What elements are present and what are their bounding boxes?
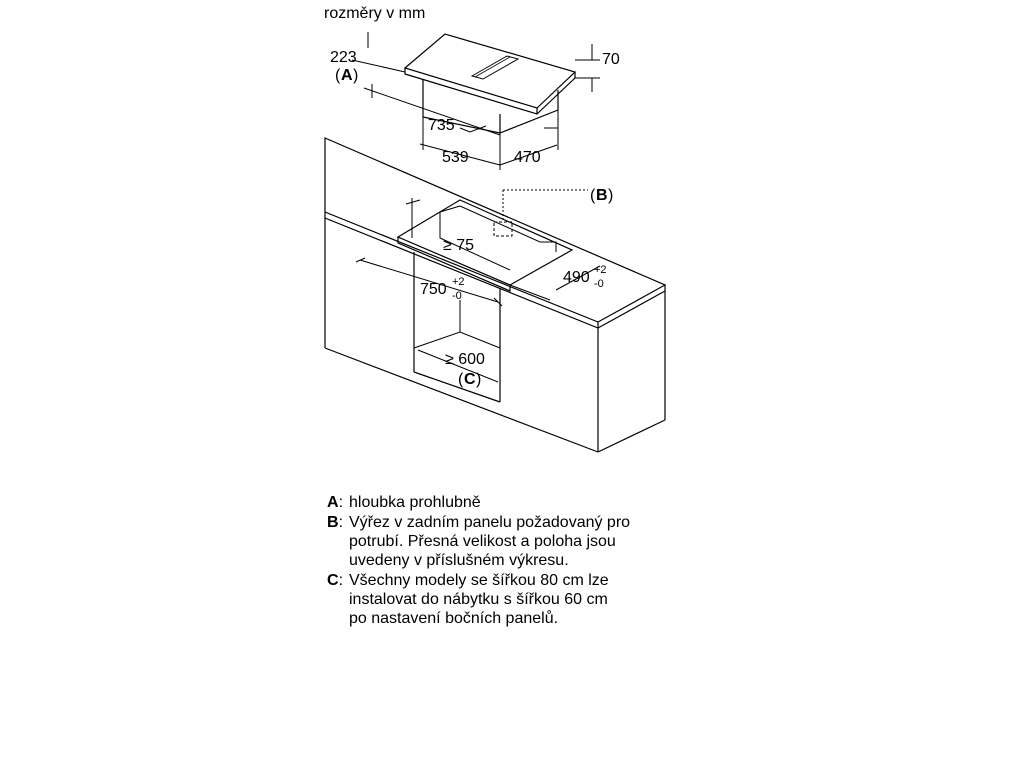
hob-height-label: 70 <box>602 51 620 68</box>
cabinet-ref: C <box>464 371 476 388</box>
legend-key-letter: B <box>327 514 339 531</box>
cutout-depth-tol-minus: -0 <box>594 278 604 290</box>
legend-line: instalovat do nábytku s šířkou 60 cm <box>349 591 608 608</box>
legend-item: B: Výřez v zadním panelu požadovaný pro po… <box>327 513 707 570</box>
hob-depth-label: 470 <box>514 149 541 166</box>
legend-item: C: Všechny modely se šířkou 80 cm lze inst… <box>327 571 707 628</box>
cabinet-ref-close: ) <box>476 371 481 388</box>
rear-panel-ref-close: ) <box>608 187 613 204</box>
cutout-width-tol-plus: +2 <box>452 276 465 288</box>
worktop-cabinet-drawing <box>324 137 667 453</box>
cutout-depth-label: 490 <box>563 269 590 286</box>
hob-depth-recess-ref-close: ) <box>353 67 358 84</box>
installation-diagram: rozměry v mm 223 ( A ) 70 735 539 <box>324 5 667 453</box>
cabinet-ref-open: ( <box>458 371 464 388</box>
legend-key: B: <box>327 514 344 531</box>
cutout-width-tol-minus: -0 <box>452 290 462 302</box>
legend-key-letter: C <box>327 572 339 589</box>
rear-panel-ref-open: ( <box>590 187 596 204</box>
hob-width-outer-label: 735 <box>428 117 455 134</box>
legend-text: Všechny modely se šířkou 80 cm lze instal… <box>349 571 707 628</box>
hob-width-inner-label: 539 <box>442 149 469 166</box>
legend-line: potrubí. Přesná velikost a poloha jsou <box>349 533 616 550</box>
legend-key: A: <box>327 494 344 511</box>
cabinet-min-width-label: ≥ 600 <box>445 351 485 368</box>
legend-item: A: hloubka prohlubně <box>327 493 707 512</box>
legend-key: C: <box>327 572 344 589</box>
hob-depth-recess-label: 223 <box>330 49 357 66</box>
legend-text: Výřez v zadním panelu požadovaný pro potr… <box>349 513 707 570</box>
legend-line: Všechny modely se šířkou 80 cm lze <box>349 572 609 589</box>
legend-key-letter: A <box>327 494 339 511</box>
cutout-depth-tol-plus: +2 <box>594 264 607 276</box>
legend-line: po nastavení bočních panelů. <box>349 610 559 627</box>
cutout-min-distance-label: ≥ 75 <box>443 237 474 254</box>
legend-line: uvedeny v příslušném výkresu. <box>349 552 569 569</box>
hob-depth-recess-ref-open: ( <box>335 67 341 84</box>
hob-depth-recess-ref: A <box>341 67 353 84</box>
legend-text: hloubka prohlubně <box>349 493 707 512</box>
hob-drawing <box>351 32 600 170</box>
legend-line: hloubka prohlubně <box>349 494 481 511</box>
legend-line: Výřez v zadním panelu požadovaný pro <box>349 514 631 531</box>
rear-panel-ref: B <box>596 187 608 204</box>
cutout-width-label: 750 <box>420 281 447 298</box>
units-label: rozměry v mm <box>324 5 425 22</box>
